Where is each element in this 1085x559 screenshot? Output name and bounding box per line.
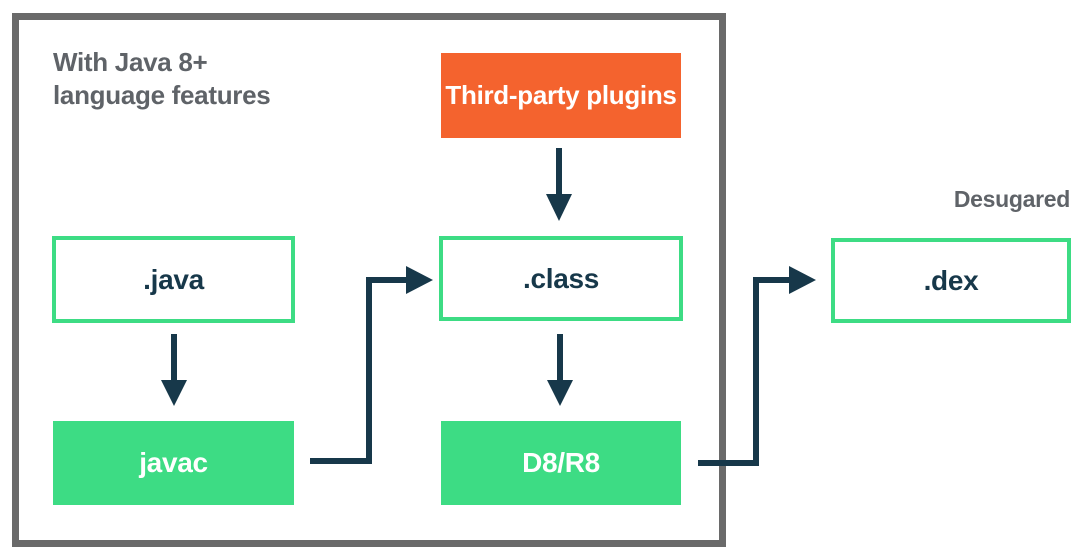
node-java-file: .java (52, 236, 295, 323)
desugared-label: Desugared (953, 186, 1070, 212)
node-d8r8-compiler: D8/R8 (441, 421, 681, 505)
node-third-party-plugins: Third-party plugins (441, 53, 681, 138)
node-javac-compiler: javac (53, 421, 294, 505)
node-class-file: .class (439, 236, 683, 321)
diagram-title: With Java 8+ language features (53, 47, 271, 110)
node-dex-file: .dex (831, 238, 1071, 323)
